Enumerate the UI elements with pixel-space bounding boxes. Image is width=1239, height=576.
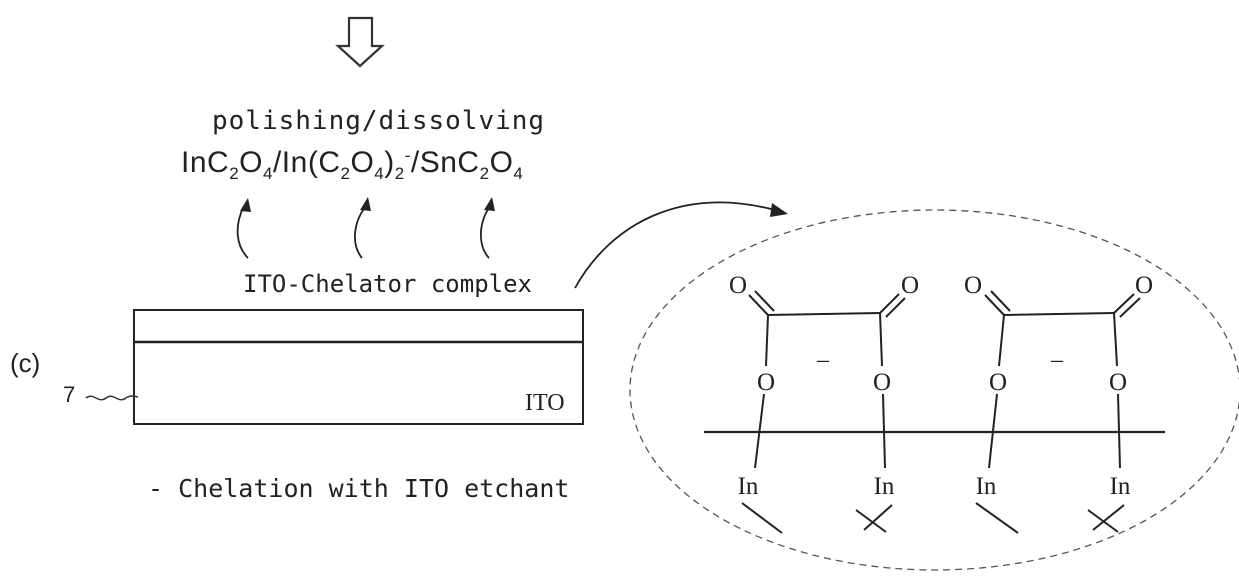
ito-substrate (134, 310, 583, 424)
formula-sub: 4 (374, 164, 384, 183)
carbonyl-oxygen-4: O (1135, 272, 1153, 299)
formula-part: O (239, 146, 263, 179)
bridging-oxygen-1: O (757, 369, 775, 396)
down-arrow-icon (338, 18, 382, 66)
formula-sub: 2 (340, 164, 350, 183)
formula-part: /In(C (273, 146, 341, 179)
bridging-oxygen-4: O (1109, 369, 1127, 396)
formula-part: ) (384, 146, 395, 179)
charge-sign-1: – (816, 347, 830, 373)
curved-arrows (238, 206, 490, 258)
formula-sub: 2 (480, 164, 490, 183)
formula-sub: 4 (513, 164, 523, 183)
caption: - Chelation with ITO etchant (148, 474, 569, 503)
formula-part: O (350, 146, 374, 179)
zoom-arrow-head (770, 203, 788, 217)
layer-label: ITO (525, 390, 565, 417)
formula-part: /SnC (411, 146, 480, 179)
curved-arrow-2 (355, 206, 366, 258)
charge-sign-2: – (1050, 347, 1064, 373)
process-title: polishing/dissolving (212, 106, 545, 136)
indium-atom-4: In (1110, 473, 1131, 500)
panel-label: (c) (10, 348, 40, 379)
layer-leader-line (86, 396, 138, 400)
indium-atom-1: In (738, 473, 759, 500)
product-formulas: InC2O4/In(C2O4)2-/SnC2O4 (181, 146, 523, 184)
formula-sub: 2 (395, 164, 405, 183)
formula-sub: 4 (263, 164, 273, 183)
curved-arrow-heads (240, 197, 495, 212)
curved-arrow-1 (238, 206, 248, 258)
formula-sub: 2 (229, 164, 239, 183)
carbonyl-oxygen-2: O (901, 272, 919, 299)
indium-atom-3: In (976, 473, 997, 500)
curved-arrow-3 (481, 206, 490, 258)
formula-part: O (490, 146, 514, 179)
layer-number: 7 (63, 382, 75, 408)
lattice-bonds (742, 503, 1124, 533)
indium-atom-2: In (874, 473, 895, 500)
bridging-oxygen-2: O (873, 369, 891, 396)
carbonyl-oxygen-3: O (964, 272, 982, 299)
bridging-oxygen-3: O (989, 369, 1007, 396)
magnified-view-ellipse (630, 210, 1239, 570)
formula-part: InC (181, 146, 229, 179)
carbonyl-oxygen-1: O (729, 272, 747, 299)
complex-label: ITO-Chelator complex (243, 270, 532, 298)
